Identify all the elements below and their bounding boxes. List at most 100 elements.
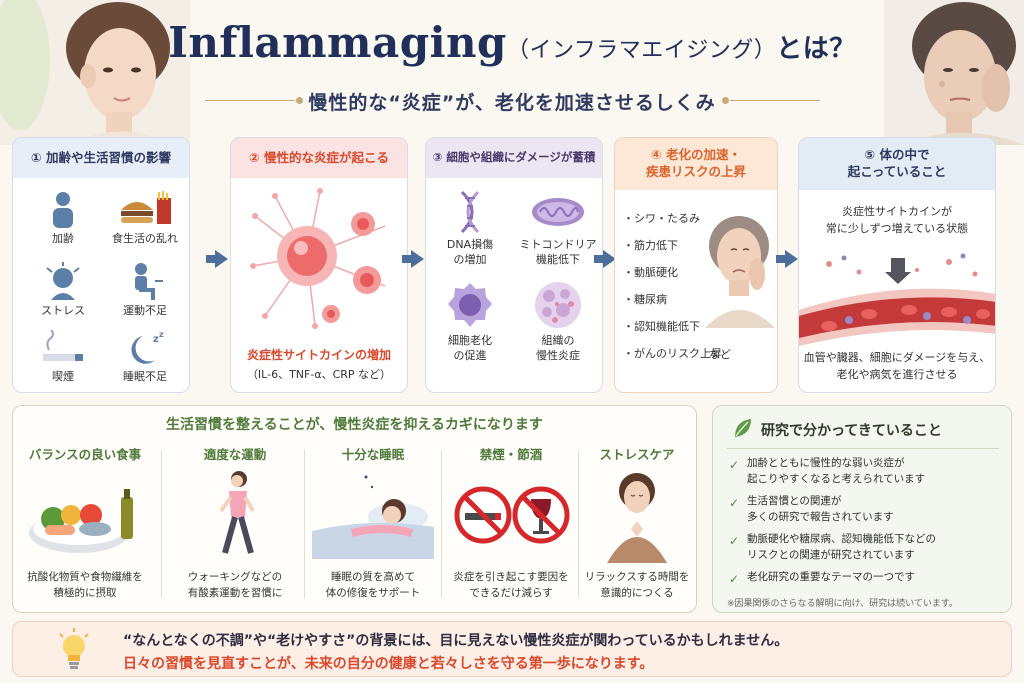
research-item-text: 動脈硬化や糖尿病、認知機能低下などの リスクとの関連が研究されています: [747, 533, 936, 561]
tissue-icon: [535, 282, 581, 328]
step-card-5: ⑤ 体の中で 起こっていること 炎症性サイトカインが 常に少しずつ増えている状態…: [798, 137, 996, 393]
step-1-title: ① 加齢や生活習慣の影響: [13, 138, 189, 178]
lifestyle-exercise-text: ウォーキングなどの 有酸素運動を習慣に: [187, 571, 283, 599]
aging-item: 加齢: [23, 190, 103, 247]
cytokine-detail: （IL-6、TNF-α、CRP など）: [246, 368, 392, 381]
senescence-item: 細胞老化 の促進: [430, 280, 510, 364]
stress-label: ストレス: [41, 304, 85, 317]
sleep-item: z z 睡眠不足: [105, 330, 185, 385]
fast-food-icon: [121, 191, 171, 224]
lifestyle-stress-care-text: リラックスする時間を 意識的につくる: [584, 571, 690, 599]
flow-arrow-3-stem: [594, 255, 604, 263]
risk-list: ・シワ・たるみ ・筋力低下 ・動脈硬化 ・糖尿病 ・認知機能低下 ・がんのリスク…: [623, 210, 722, 372]
research-item-text: 加齢とともに慢性的な弱い炎症が 起こりやすくなると考えられています: [747, 457, 926, 485]
research-note: ※因果関係のさらなる解明に向け、研究は続いています。: [727, 599, 958, 609]
aging-label: 加齢: [52, 232, 74, 245]
step-card-3: ③ 細胞や組織にダメージが蓄積 DNA損傷 の増加 ミトコンドリア 機能低下 細…: [425, 137, 603, 393]
svg-text:z: z: [159, 330, 164, 339]
research-title: 研究で分かってきていること: [761, 423, 942, 439]
lifestyle-divider: [304, 450, 305, 598]
banner-message-2: 日々の習慣を見直すことが、未来の自分の健康と若々しさを守る第一歩になります。: [123, 656, 654, 672]
sleeping-woman-illustration: [312, 473, 434, 559]
leaf-icon: [735, 419, 751, 437]
person-icon: [53, 192, 73, 228]
inflammation-cells-icon: [250, 188, 386, 329]
worried-woman-illustration: [705, 216, 775, 328]
research-item: ✓ 生活習慣との関連が 多くの研究で報告されています: [729, 494, 1003, 526]
step-4-title-line2: 疾患リスクの上昇: [645, 164, 746, 179]
sitting-person-icon: [135, 263, 163, 300]
mitochondria-icon: [532, 198, 584, 226]
research-divider: [727, 448, 999, 449]
title-paren: （インフラマエイジング）: [506, 38, 777, 63]
flow-arrow-3-icon: [603, 250, 616, 268]
page-title: Inflammaging（インフラマエイジング）とは？: [0, 18, 1024, 67]
step-card-4: ④ 老化の加速・ 疾患リスクの上昇 ・シワ・たるみ ・筋力低下 ・動脈硬化 ・糖…: [614, 137, 778, 393]
flow-arrow-2-stem: [402, 255, 412, 263]
lifestyle-exercise-title: 適度な運動: [203, 447, 267, 462]
tissue-item: 組織の 慢性炎症: [518, 280, 598, 364]
page-subtitle: 慢性的な“炎症”が、老化を加速させるしくみ: [308, 92, 716, 114]
step-4-title: ④ 老化の加速・ 疾患リスクの上昇: [615, 138, 777, 190]
walking-woman-illustration: [219, 471, 255, 554]
exercise-label: 運動不足: [123, 304, 167, 317]
flow-arrow-2-icon: [411, 250, 424, 268]
subtitle-dot-right: [722, 97, 729, 104]
check-icon: ✓: [729, 534, 740, 548]
research-item: ✓ 老化研究の重要なテーマの一つです: [729, 570, 1003, 586]
step-3-title: ③ 細胞や組織にダメージが蓄積: [426, 138, 602, 178]
bottom-banner: “なんとなくの不調”や“老けやすさ”の背景には、目に見えない慢性炎症が関わってい…: [12, 621, 1012, 677]
tissue-label: 組織の 慢性炎症: [536, 334, 580, 362]
lifestyle-exercise: 適度な運動 ウォーキングなどの 有酸素運動を習慣に: [169, 444, 301, 604]
lifestyle-stress-care-title: ストレスケア: [599, 447, 675, 462]
cigarette-icon: [43, 329, 83, 361]
risk-etc: など: [709, 348, 731, 361]
step-4-title-line1: ④ 老化の加速・: [651, 147, 741, 163]
mitochondria-label: ミトコンドリア 機能低下: [519, 238, 597, 266]
cytokine-caption: 炎症性サイトカインの増加: [246, 348, 391, 362]
check-icon: ✓: [729, 458, 740, 472]
banner-message-1: “なんとなくの不調”や“老けやすさ”の背景には、目に見えない慢性炎症が関わってい…: [123, 633, 789, 649]
dna-item: DNA損傷 の増加: [430, 190, 510, 268]
dna-label: DNA損傷 の増加: [446, 238, 494, 266]
damage-text: 血管や臓器、細胞にダメージを与え、 老化や病気を進行させる: [803, 351, 991, 381]
research-item-text: 生活習慣との関連が 多くの研究で報告されています: [747, 495, 894, 523]
research-item: ✓ 動脈硬化や糖尿病、認知機能低下などの リスクとの関連が研究されています: [729, 532, 1003, 564]
risk-item: ・筋力低下: [623, 239, 678, 252]
senescence-label: 細胞老化 の促進: [448, 334, 492, 362]
risk-item: ・シワ・たるみ: [623, 212, 700, 225]
lifestyle-no-smoking-text: 炎症を引き起こす要因を できるだけ減らす: [453, 571, 569, 599]
lightbulb-icon: [59, 628, 89, 669]
subtitle-rule-right: [730, 100, 820, 101]
subtitle-rule-left: [205, 100, 295, 101]
stress-item: ストレス: [23, 262, 103, 319]
flow-arrow-4-icon: [785, 250, 798, 268]
no-smoking-no-alcohol-icon: [454, 486, 570, 544]
lifestyle-stress-care: ストレスケア リラックスする時間を 意識的につくる: [579, 444, 695, 604]
lifestyle-title: 生活習慣を整えることが、慢性炎症を抑えるカギになります: [166, 417, 543, 433]
lifestyle-no-smoking-title: 禁煙・節酒: [479, 447, 543, 462]
relaxing-woman-illustration: [607, 473, 667, 563]
dna-icon: [460, 190, 480, 234]
step-card-2: ② 慢性的な炎症が起こる 炎症性サイトカインの増加 （IL-6、TNF-α、CR…: [230, 137, 408, 393]
research-section: 研究で分かってきていること ✓ 加齢とともに慢性的な弱い炎症が 起こりやすくなる…: [712, 405, 1012, 613]
lifestyle-sleep-text: 睡眠の質を高めて 体の修復をサポート: [325, 571, 421, 599]
title-tail: とは？: [776, 34, 856, 64]
aging-cell-icon: [448, 283, 492, 327]
lifestyle-divider: [578, 450, 579, 598]
flow-arrow-1-stem: [206, 255, 216, 263]
diet-item: 食生活の乱れ: [105, 190, 185, 247]
lifestyle-sleep: 十分な睡眠 睡眠の質を高めて 体の修復をサポート: [307, 444, 439, 604]
risk-item: ・動脈硬化: [623, 266, 678, 279]
flow-arrow-1-icon: [215, 250, 228, 268]
smoking-label: 喫煙: [52, 370, 74, 383]
healthy-food-illustration: [29, 489, 133, 553]
lifestyle-diet-text: 抗酸化物質や食物繊維を 積極的に摂取: [27, 571, 143, 599]
lifestyle-sleep-title: 十分な睡眠: [341, 447, 405, 462]
risk-item: ・がんのリスク上昇: [623, 347, 722, 360]
lifestyle-diet-title: バランスの良い食事: [28, 447, 142, 462]
lifestyle-divider: [161, 450, 162, 598]
risk-item: ・糖尿病: [623, 293, 667, 306]
step-5-title-line1: ⑤ 体の中で: [864, 147, 930, 163]
step-2-title: ② 慢性的な炎症が起こる: [231, 138, 407, 178]
